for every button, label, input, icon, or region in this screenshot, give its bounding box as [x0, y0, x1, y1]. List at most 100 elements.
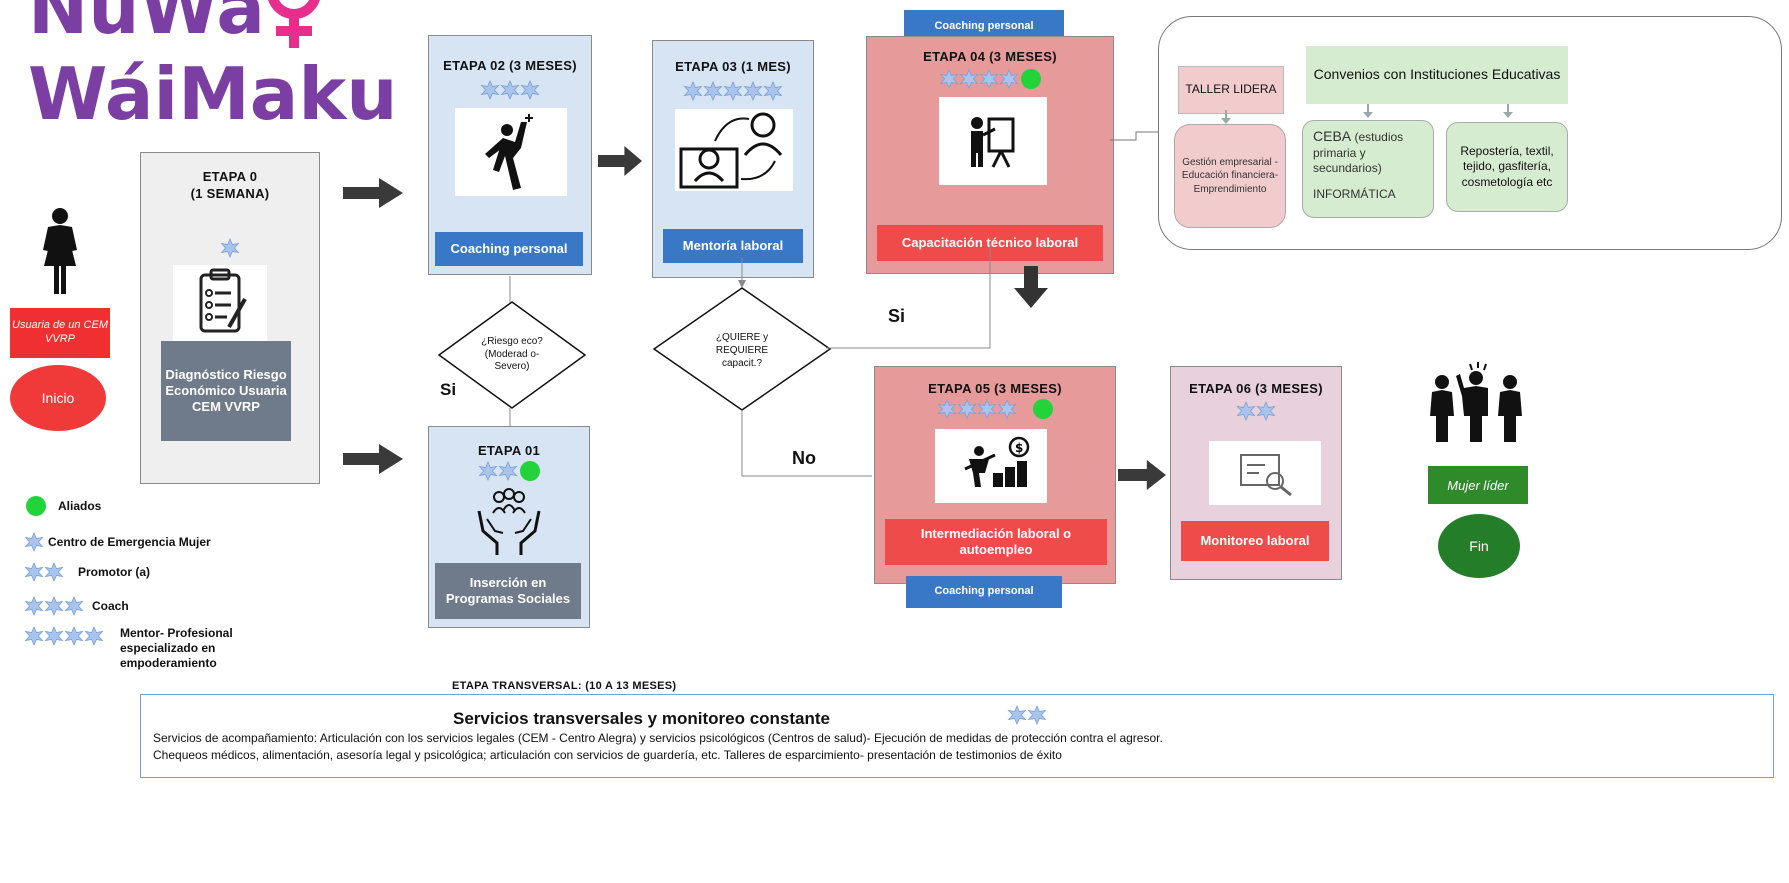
- star-icon: [498, 461, 518, 481]
- user-cem-label: Usuaria de un CEM VVRP: [10, 308, 110, 358]
- business-growth-icon: $: [935, 429, 1047, 503]
- arrow-down-icon: [1503, 104, 1513, 118]
- star-icon: [763, 81, 783, 101]
- stage-04-title: ETAPA 04 (3 MESES): [923, 49, 1057, 64]
- star-icon: [979, 69, 999, 89]
- gestion-box: Gestión empresarial - Educación financie…: [1174, 124, 1286, 228]
- arrow-right-icon: [598, 146, 642, 176]
- transversal-stage-title: ETAPA TRANSVERSAL: (10 A 13 MESES): [452, 680, 677, 692]
- ceba-box: CEBA (estudios primaria y secundarios) I…: [1302, 120, 1434, 218]
- star-icon: [64, 626, 84, 646]
- star-icon: [743, 81, 763, 101]
- arrow-right-icon: [342, 178, 404, 208]
- star-icon: [24, 532, 44, 552]
- stage-05-stars: [875, 399, 1115, 419]
- stage-05-box: ETAPA 05 (3 MESES) $ Intermediación labo…: [874, 366, 1116, 584]
- decision-1-diamond: [437, 301, 587, 409]
- star-icon: [24, 626, 44, 646]
- stage-06-label: Monitoreo laboral: [1181, 521, 1329, 561]
- stage-01-box: ETAPA 01 Inserción en Programas Sociales: [428, 426, 590, 628]
- arrow-down-icon: [1221, 110, 1231, 124]
- star-icon: [1236, 401, 1256, 421]
- star-icon: [44, 626, 64, 646]
- stage-06-box: ETAPA 06 (3 MESES) Monitoreo laboral: [1170, 366, 1342, 580]
- stage-05-label: Intermediación laboral o autoempleo: [885, 519, 1107, 565]
- arrow-right-icon: [1118, 460, 1166, 490]
- star-icon: [703, 81, 723, 101]
- star-icon: [683, 81, 703, 101]
- ceba-detail: (estudios primaria y secundarios): [1313, 130, 1404, 176]
- stage-03-label: Mentoría laboral: [663, 229, 803, 263]
- end-node[interactable]: Fin: [1438, 514, 1520, 578]
- stage-0-stars: [141, 238, 319, 258]
- decision-2-text: ¿QUIERE y REQUIERE capacit.?: [715, 331, 769, 369]
- legend-cem-label: Centro de Emergencia Mujer: [48, 535, 211, 549]
- legend-aliados: Aliados: [24, 496, 101, 516]
- star-icon: [937, 399, 957, 419]
- transversal-stars: [1007, 705, 1047, 725]
- community-hands-icon: [473, 485, 545, 557]
- leader-label: Mujer líder: [1428, 466, 1528, 504]
- transversal-line2: Chequeos médicos, alimentación, asesoría…: [153, 748, 1062, 762]
- search-document-icon: [1209, 441, 1321, 505]
- stage-0-box: ETAPA 0 (1 SEMANA) Diagnóstico Riesgo Ec…: [140, 152, 320, 484]
- logo-line1: NuWa: [28, 0, 265, 50]
- clipboard-icon: [173, 265, 267, 341]
- stage-02-title: ETAPA 02 (3 MESES): [443, 58, 577, 73]
- star-icon: [939, 69, 959, 89]
- decision-1-yes: Si: [440, 380, 457, 399]
- legend-mentor: Mentor- Profesional especializado en emp…: [24, 626, 250, 671]
- stage-0-title: ETAPA 0 (1 SEMANA): [190, 169, 270, 201]
- star-icon: [959, 69, 979, 89]
- arrow-down-icon: [1014, 266, 1048, 308]
- stage-02-stars: [429, 80, 591, 100]
- star-icon: [480, 80, 500, 100]
- start-node[interactable]: Inicio: [10, 365, 106, 431]
- female-symbol-icon: [254, 0, 334, 65]
- stage-02-box: ETAPA 02 (3 MESES) Coaching personal: [428, 35, 592, 275]
- ally-dot-icon: [26, 496, 46, 516]
- legend: Aliados Centro de Emergencia Mujer Promo…: [24, 496, 284, 686]
- legend-aliados-label: Aliados: [58, 499, 102, 513]
- stage-03-box: ETAPA 03 (1 MES) Mentoría laboral: [652, 40, 814, 278]
- star-icon: [478, 461, 498, 481]
- ally-dot-icon: [1021, 69, 1041, 89]
- star-icon: [84, 626, 104, 646]
- stage-03-title: ETAPA 03 (1 MES): [675, 59, 791, 74]
- women-leaders-icon: [1426, 360, 1526, 449]
- stage-06-title: ETAPA 06 (3 MESES): [1189, 381, 1323, 396]
- star-icon: [723, 81, 743, 101]
- svg-text:$: $: [1015, 441, 1023, 455]
- stage-01-label: Inserción en Programas Sociales: [435, 563, 581, 619]
- informatica-label: INFORMÁTICA: [1313, 186, 1396, 201]
- legend-coach: Coach: [24, 596, 129, 616]
- star-icon: [24, 596, 44, 616]
- stage-04-box: ETAPA 04 (3 MESES) Capacitación técnico …: [866, 36, 1114, 274]
- stage-05-title: ETAPA 05 (3 MESES): [928, 381, 1062, 396]
- star-icon: [220, 238, 240, 258]
- star-icon: [500, 80, 520, 100]
- legend-coach-label: Coach: [92, 599, 129, 613]
- woman-icon: [40, 208, 80, 301]
- star-icon: [44, 562, 64, 582]
- arrow-down-icon: [738, 258, 746, 288]
- decision-2-yes: Si: [888, 306, 906, 326]
- star-icon: [1027, 705, 1047, 725]
- oficios-box: Repostería, textil, tejido, gasfitería, …: [1446, 122, 1568, 212]
- connector-line: [509, 276, 511, 306]
- star-icon: [999, 69, 1019, 89]
- stage-0-label: Diagnóstico Riesgo Económico Usuaria CEM…: [161, 341, 291, 441]
- legend-cem: Centro de Emergencia Mujer: [24, 532, 211, 552]
- transversal-line1: Servicios de acompañamiento: Articulació…: [153, 731, 1163, 745]
- stage-05-coaching-label: Coaching personal: [906, 576, 1062, 608]
- star-icon: [1007, 705, 1027, 725]
- star-icon: [957, 399, 977, 419]
- stage-01-title: ETAPA 01: [477, 443, 541, 458]
- mentoring-icon: [675, 109, 793, 191]
- legend-promotor-label: Promotor (a): [78, 565, 150, 579]
- legend-mentor-label: Mentor- Profesional especializado en emp…: [120, 626, 233, 670]
- connector-line: [826, 246, 991, 349]
- star-icon: [997, 399, 1017, 419]
- decision-2-no: No: [792, 448, 816, 468]
- stage-02-label: Coaching personal: [435, 232, 583, 266]
